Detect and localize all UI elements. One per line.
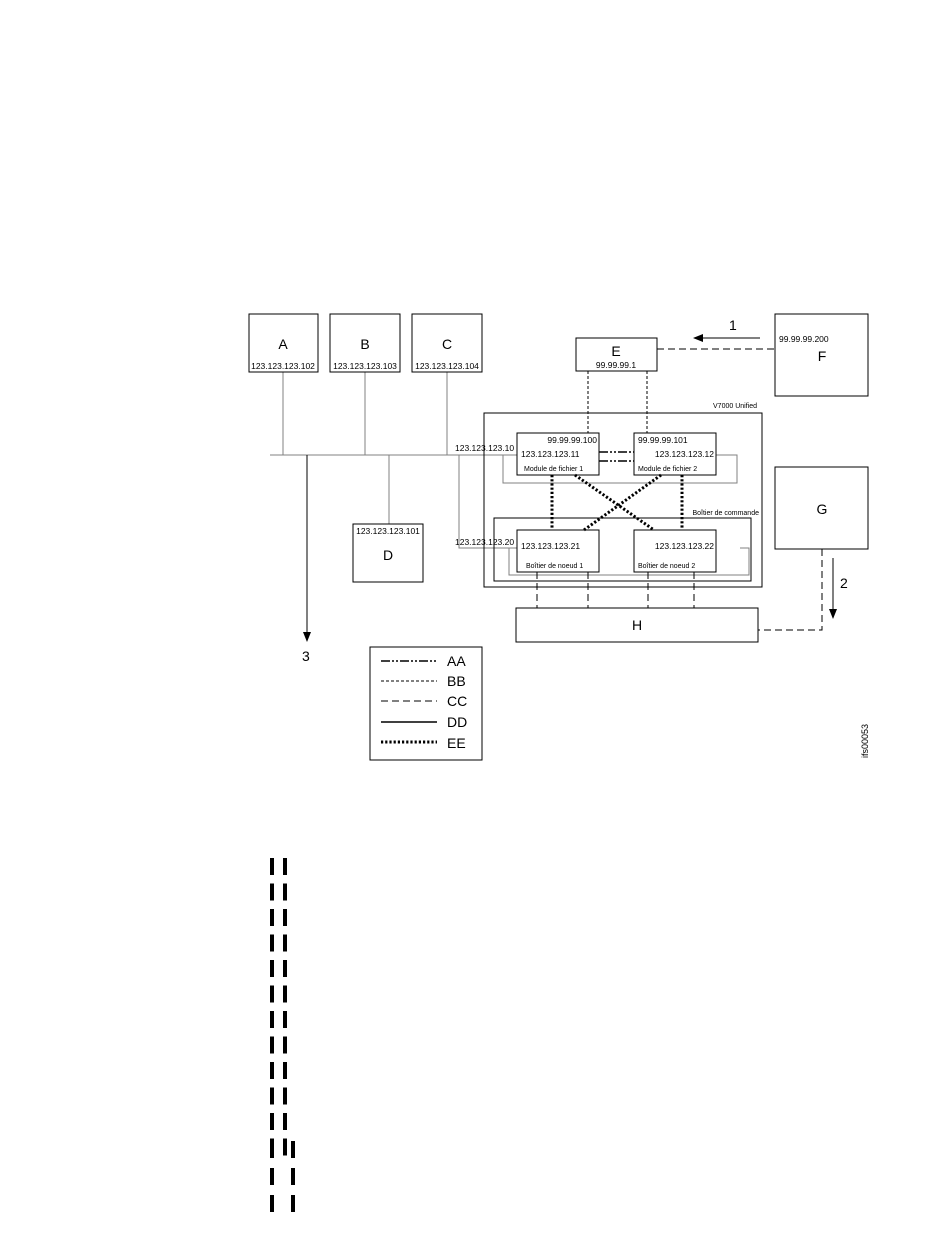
- v7000-title: V7000 Unified: [713, 403, 757, 410]
- node-a-ip: 123.123.123.102: [251, 361, 315, 371]
- ee-links: [550, 473, 684, 532]
- file-module-2-label: Module de fichier 2: [638, 466, 697, 473]
- node-b-label: B: [360, 336, 369, 352]
- file-module-1: 99.99.99.100 123.123.123.11 Module de fi…: [516, 432, 600, 476]
- change-bar-segment: [270, 1087, 274, 1105]
- change-bar-segment: [283, 1062, 287, 1079]
- change-bar-segment: [270, 1141, 274, 1158]
- legend-label-ee: EE: [447, 735, 466, 751]
- change-bar-segment: [270, 934, 274, 952]
- change-bar-segment: [283, 1087, 287, 1105]
- node-g: G: [774, 466, 869, 550]
- node-a-label: A: [278, 336, 288, 352]
- node-enclosure-2-ip: 123.123.123.22: [655, 541, 714, 551]
- links-to-h: [536, 572, 695, 608]
- node-e: E 99.99.99.1: [575, 337, 658, 372]
- file-module-2-ip-data: 123.123.123.12: [655, 449, 714, 459]
- network-bus: [270, 372, 750, 576]
- change-bar-segment: [270, 1062, 274, 1079]
- file-module-2: 99.99.99.101 123.123.123.12 Module de fi…: [633, 432, 717, 476]
- node-g-label: G: [817, 501, 828, 517]
- v7000-unified: V7000 Unified: [483, 403, 763, 588]
- change-bar-segment: [283, 909, 287, 926]
- node-d-label: D: [383, 547, 393, 563]
- change-bar-segment: [270, 1113, 274, 1130]
- node-h-label: H: [632, 617, 642, 633]
- control-enclosure-label: Boîtier de commande: [692, 510, 759, 517]
- change-bar-segment: [283, 1011, 287, 1028]
- change-bar-segment: [270, 1168, 274, 1185]
- figure-id: ifs00053: [860, 724, 870, 758]
- node-f-ip: 99.99.99.200: [779, 334, 829, 344]
- change-bar-segment: [283, 883, 287, 901]
- change-bar-segment: [270, 858, 274, 875]
- node-c-ip: 123.123.123.104: [415, 361, 479, 371]
- node-d: 123.123.123.101 D: [352, 523, 424, 583]
- callout-3: 3: [302, 648, 310, 664]
- legend-label-cc: CC: [447, 693, 467, 709]
- change-bar-segment: [283, 934, 287, 952]
- node-enclosure-1-label: Boîtier de noeud 1: [526, 563, 583, 570]
- node-h: H: [515, 607, 759, 643]
- change-bar-segment: [283, 985, 287, 1003]
- legend-label-dd: DD: [447, 714, 467, 730]
- legend-label-bb: BB: [447, 673, 466, 689]
- node-enclosure-1: 123.123.123.21 Boîtier de noeud 1: [516, 529, 600, 573]
- callout-1: 1: [729, 317, 737, 333]
- node-a: A 123.123.123.102: [248, 313, 319, 373]
- file-module-1-ip-data: 123.123.123.11: [521, 449, 580, 459]
- change-bar-segment: [283, 1036, 287, 1054]
- node-enclosure-1-ip: 123.123.123.21: [521, 541, 580, 551]
- link-g-h: [758, 549, 823, 631]
- file-module-1-label: Module de fichier 1: [524, 466, 583, 473]
- callout-2: 2: [840, 575, 848, 591]
- change-bar-segment: [283, 960, 287, 977]
- change-bar-segment: [291, 1168, 295, 1185]
- change-bars: [270, 858, 295, 1212]
- change-bar-segment: [270, 960, 274, 977]
- change-bar-segment: [291, 1195, 295, 1212]
- control-enclosure: Boîtier de commande: [493, 510, 759, 582]
- node-enclosure-2: 123.123.123.22 Boîtier de noeud 2: [633, 529, 717, 573]
- change-bar-segment: [283, 858, 287, 875]
- node-f: 99.99.99.200 F: [774, 313, 869, 397]
- bus-ip-top: 123.123.123.10: [455, 443, 514, 453]
- legend-label-aa: AA: [447, 653, 466, 669]
- change-bar-segment: [270, 909, 274, 926]
- change-bar-segment: [270, 1195, 274, 1212]
- node-e-label: E: [611, 343, 620, 359]
- change-bar-segment: [283, 1113, 287, 1130]
- change-bar-segment: [270, 883, 274, 901]
- node-enclosure-2-label: Boîtier de noeud 2: [638, 563, 695, 570]
- change-bar-segment: [283, 1138, 287, 1156]
- node-b-ip: 123.123.123.103: [333, 361, 397, 371]
- node-f-label: F: [818, 348, 827, 364]
- file-module-1-ip-mgmt: 99.99.99.100: [547, 435, 597, 445]
- change-bar-segment: [270, 985, 274, 1003]
- node-c: C 123.123.123.104: [411, 313, 483, 373]
- change-bar-segment: [270, 1036, 274, 1054]
- node-c-label: C: [442, 336, 452, 352]
- file-module-2-ip-mgmt: 99.99.99.101: [638, 435, 688, 445]
- node-d-ip: 123.123.123.101: [356, 526, 420, 536]
- change-bar-segment: [291, 1141, 295, 1158]
- node-b: B 123.123.123.103: [329, 313, 401, 373]
- bus-ip-bottom: 123.123.123.20: [455, 537, 514, 547]
- node-e-ip: 99.99.99.1: [596, 360, 636, 370]
- change-bar-segment: [270, 1011, 274, 1028]
- legend: AA BB CC DD EE: [369, 646, 483, 761]
